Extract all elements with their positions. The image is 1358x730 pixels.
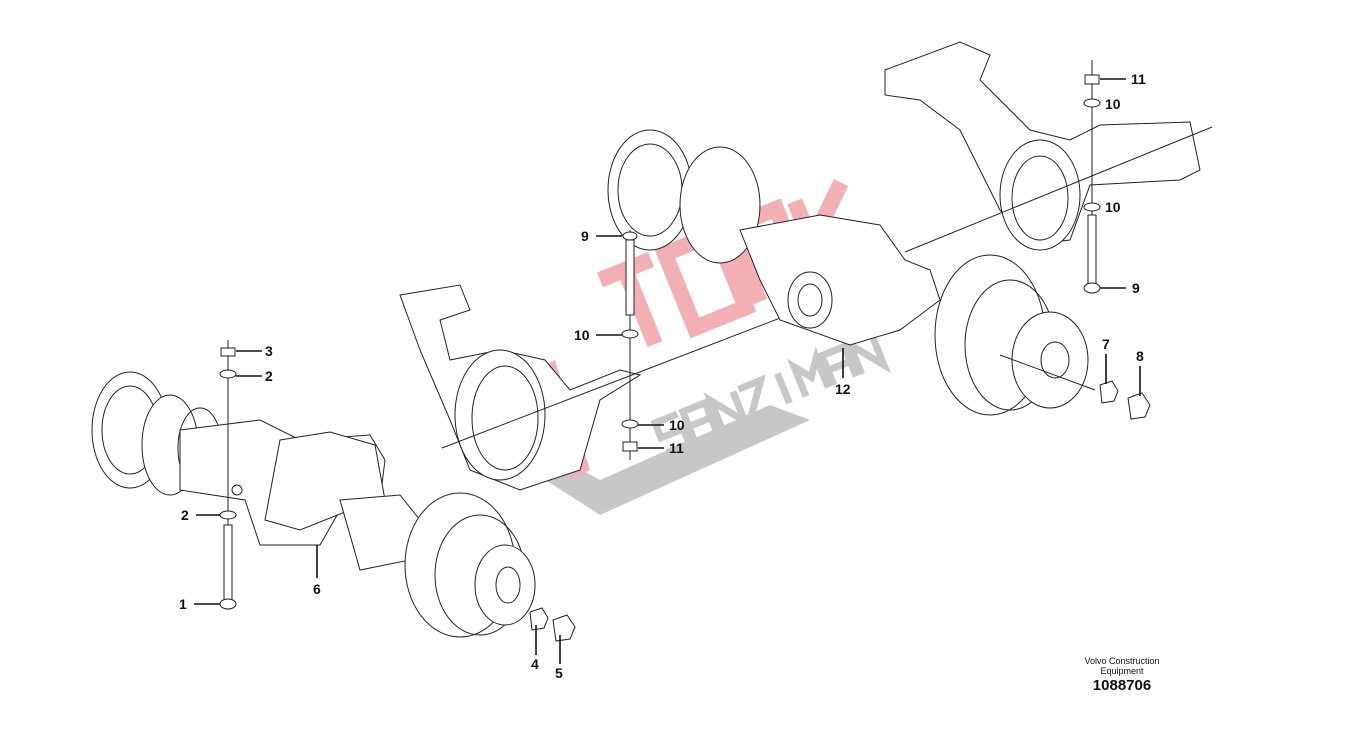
callout-11: 11: [1131, 71, 1146, 87]
callout-12: 12: [835, 381, 851, 397]
callout-10: 10: [1105, 199, 1121, 215]
fasteners: [219, 60, 1151, 642]
callout-6: 6: [313, 581, 321, 597]
callout-2: 2: [181, 507, 189, 523]
callout-8: 8: [1136, 348, 1144, 364]
callout-9: 9: [1132, 280, 1140, 296]
callout-4: 4: [531, 656, 539, 672]
callout-9: 9: [581, 228, 589, 244]
callout-10: 10: [574, 327, 590, 343]
front-axle-drawing: [91, 371, 536, 638]
callout-10: 10: [1105, 96, 1121, 112]
callout-1: 1: [179, 596, 187, 612]
callout-labels: 1 2 2 3 4 5 6 7 8 9 10 10 11 12 11 10 10…: [179, 71, 1146, 681]
callout-11: 11: [669, 440, 684, 456]
callout-10: 10: [669, 417, 685, 433]
document-number: 1088706: [1092, 677, 1152, 694]
rear-axle-drawing: [607, 129, 1096, 416]
leader-lines: [194, 78, 1141, 664]
callout-7: 7: [1102, 336, 1110, 352]
trunnion-bracket-drawing: [399, 284, 841, 491]
callout-5: 5: [555, 665, 563, 681]
manufacturer-label: Volvo Construction Equipment: [1084, 656, 1160, 676]
rear-bracket-drawing: [884, 41, 1213, 253]
callout-2: 2: [265, 368, 273, 384]
callout-3: 3: [265, 343, 273, 359]
